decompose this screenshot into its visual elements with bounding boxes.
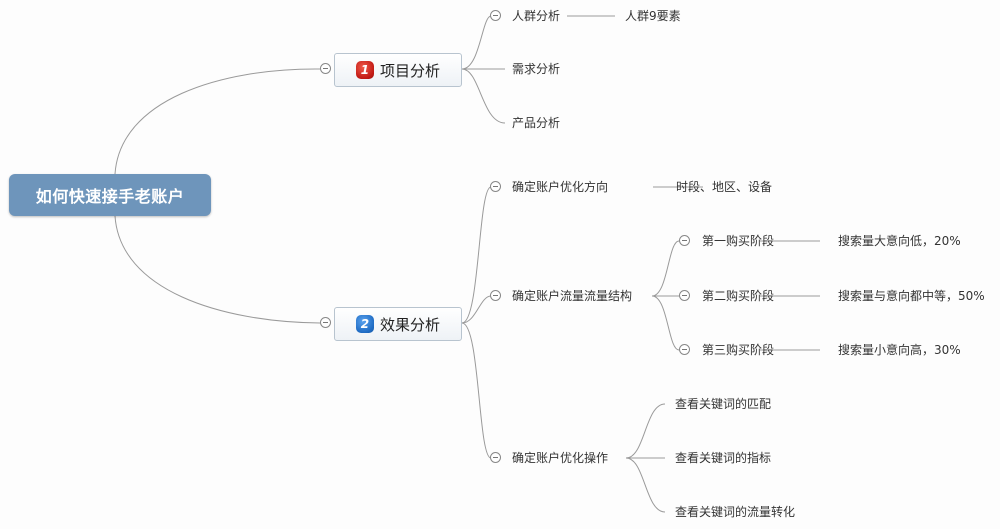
- op-keyword-match[interactable]: 查看关键词的匹配: [675, 397, 772, 411]
- note-time-region-device[interactable]: 时段、地区、设备: [676, 180, 773, 194]
- main-topic-label: 项目分析: [379, 61, 440, 80]
- collapse-toggle[interactable]: [679, 290, 690, 301]
- main-topic-effect-analysis[interactable]: 2 效果分析: [334, 307, 462, 341]
- subtopic-crowd-analysis[interactable]: 人群分析: [512, 9, 561, 23]
- root-topic[interactable]: 如何快速接手老账户: [9, 174, 211, 216]
- note-stage-1[interactable]: 搜索量大意向低，20%: [838, 234, 961, 248]
- subtopic-optimization-direction[interactable]: 确定账户优化方向: [512, 180, 609, 194]
- collapse-toggle[interactable]: [490, 452, 501, 463]
- collapse-toggle-branch-2[interactable]: [320, 317, 331, 328]
- subtopic-optimization-operations[interactable]: 确定账户优化操作: [512, 451, 609, 465]
- main-topic-project-analysis[interactable]: 1 项目分析: [334, 53, 462, 87]
- stage-second-purchase[interactable]: 第二购买阶段: [702, 289, 775, 303]
- collapse-toggle[interactable]: [679, 344, 690, 355]
- collapse-toggle-branch-1[interactable]: [320, 63, 331, 74]
- priority-1-icon: 1: [355, 61, 374, 79]
- priority-2-icon: 2: [355, 315, 374, 333]
- root-topic-label: 如何快速接手老账户: [35, 187, 185, 206]
- collapse-toggle[interactable]: [679, 235, 690, 246]
- note-stage-3[interactable]: 搜索量小意向高，30%: [838, 343, 961, 357]
- collapse-toggle[interactable]: [490, 290, 501, 301]
- main-topic-label: 效果分析: [379, 315, 440, 334]
- stage-first-purchase[interactable]: 第一购买阶段: [702, 234, 775, 248]
- stage-third-purchase[interactable]: 第三购买阶段: [702, 343, 775, 357]
- subtopic-product-analysis[interactable]: 产品分析: [512, 116, 561, 130]
- collapse-toggle[interactable]: [490, 10, 501, 21]
- op-keyword-conversion[interactable]: 查看关键词的流量转化: [675, 505, 796, 519]
- collapse-toggle[interactable]: [490, 181, 501, 192]
- note-crowd-elements[interactable]: 人群9要素: [625, 9, 681, 23]
- subtopic-demand-analysis[interactable]: 需求分析: [512, 62, 561, 76]
- note-stage-2[interactable]: 搜索量与意向都中等，50%: [838, 289, 985, 303]
- subtopic-traffic-structure[interactable]: 确定账户流量流量结构: [512, 289, 633, 303]
- op-keyword-metrics[interactable]: 查看关键词的指标: [675, 451, 772, 465]
